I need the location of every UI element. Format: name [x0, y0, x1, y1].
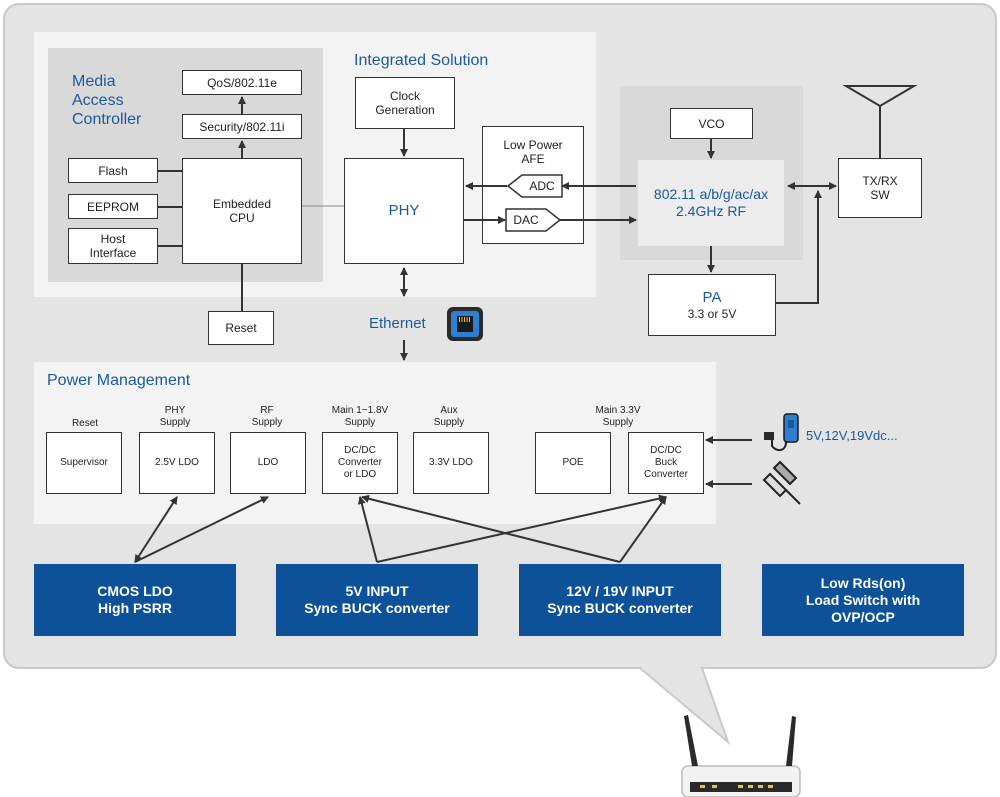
power-adapter-icon [764, 413, 799, 452]
reset-box: Reset [208, 311, 274, 345]
rf-block-label: 802.11 a/b/g/ac/ax 2.4GHz RF [653, 186, 769, 219]
pa-title: PA [702, 289, 722, 306]
security-box: Security/802.11i [182, 114, 302, 139]
ldo-2v5-box: 2.5V LDO [139, 432, 215, 494]
flash-box: Flash [68, 158, 158, 183]
adc-shape [506, 174, 563, 198]
product-12v-19v-buck[interactable]: 12V / 19V INPUT Sync BUCK converter [519, 564, 721, 636]
qos-box: QoS/802.11e [182, 70, 302, 95]
mac-title: Media Access Controller [72, 73, 142, 128]
ethernet-plug-icon [762, 460, 801, 505]
poe-box: POE [535, 432, 611, 494]
main-1v8-supply-label: Main 1~1.8V Supply [331, 405, 389, 428]
dac-label: DAC [513, 213, 539, 227]
power-input-label: 5V,12V,19Vdc... [806, 428, 898, 443]
ethernet-label: Ethernet [369, 315, 426, 332]
embedded-cpu-box: Embedded CPU [182, 158, 302, 264]
dac-shape [505, 208, 562, 232]
aux-supply-label: Aux Supply [433, 405, 465, 428]
eeprom-box: EEPROM [68, 194, 158, 219]
reset-supply-label: Reset [71, 418, 99, 429]
adc-label: ADC [529, 179, 555, 193]
clock-generation-box: Clock Generation [355, 77, 455, 129]
product-load-switch[interactable]: Low Rds(on) Load Switch with OVP/OCP [762, 564, 964, 636]
dcdc-buck-converter-box: DC/DC Buck Converter [628, 432, 704, 494]
rf-block: 802.11 a/b/g/ac/ax 2.4GHz RF [638, 160, 784, 246]
power-management-title: Power Management [47, 372, 191, 389]
vco-box: VCO [670, 108, 753, 139]
txrx-switch-box: TX/RX SW [838, 158, 922, 218]
rf-ldo-box: LDO [230, 432, 306, 494]
phy-supply-label: PHY Supply [159, 405, 191, 428]
dcdc-or-ldo-box: DC/DC Converter or LDO [322, 432, 398, 494]
product-cmos-ldo[interactable]: CMOS LDO High PSRR [34, 564, 236, 636]
pa-box: PA 3.3 or 5V [648, 274, 776, 336]
phy-box: PHY [344, 158, 464, 264]
ethernet-port-icon [447, 307, 483, 341]
integrated-solution-title: Integrated Solution [354, 52, 489, 69]
ldo-3v3-box: 3.3V LDO [413, 432, 489, 494]
host-interface-box: Host Interface [68, 228, 158, 264]
supervisor-box: Supervisor [46, 432, 122, 494]
main-3v3-supply-label: Main 3.3V Supply [595, 405, 641, 428]
rf-supply-label: RF Supply [251, 405, 283, 428]
pa-subtitle: 3.3 or 5V [687, 307, 737, 321]
product-5v-buck[interactable]: 5V INPUT Sync BUCK converter [276, 564, 478, 636]
